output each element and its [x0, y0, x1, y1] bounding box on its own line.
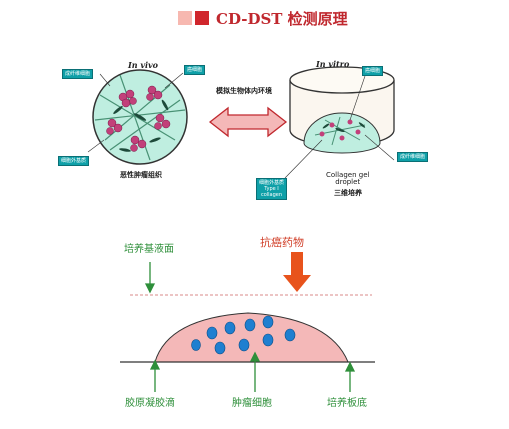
in-vivo-tissue — [92, 69, 188, 165]
plate-bottom-label: 培养板底 — [327, 398, 367, 409]
tumor-cells — [191, 315, 296, 355]
in-vivo-caption: 恶性肿瘤组织 — [120, 171, 162, 179]
in-vitro-leaders — [284, 75, 395, 179]
in-vitro-fibroblast-tag: 成纤维细胞 — [397, 152, 429, 162]
page-title: CD-DST 检测原理 — [216, 9, 348, 28]
in-vitro-dish — [289, 66, 395, 154]
in-vitro-cancer-cell-tag: 癌细胞 — [362, 66, 384, 76]
gel-droplet-diagram — [120, 252, 375, 392]
in-vivo-heading: In vivo — [128, 60, 159, 70]
page-title-group: CD-DST 检测原理 — [178, 7, 348, 29]
mimic-double-arrow — [208, 106, 288, 138]
in-vitro-heading: In vitro — [316, 59, 350, 69]
in-vivo-fibroblast-tag: 成纤维细胞 — [62, 69, 94, 79]
drug-label: 抗癌药物 — [260, 236, 304, 249]
drug-arrow — [283, 252, 311, 292]
gel-droplet-label: 胶原凝胶滴 — [125, 398, 175, 409]
gel-caption: Collagen gel droplet — [326, 171, 370, 186]
tumor-cells-label: 肿瘤细胞 — [232, 398, 272, 409]
in-vivo-cancer-cell-tag: 癌细胞 — [184, 65, 206, 75]
legend-square-light — [178, 11, 192, 25]
in-vivo-ecm-tag: 细胞外基质 — [58, 156, 90, 166]
in-vivo-leaders — [87, 72, 184, 153]
mimic-label: 模拟生物体内环境 — [216, 87, 272, 95]
legend-square-dark — [195, 11, 209, 25]
medium-surface-label: 培养基液面 — [124, 244, 174, 255]
in-vitro-ecm-tag: 细胞外基质 Type Ⅰ collagen — [256, 178, 288, 200]
culture-caption: 三维培养 — [334, 189, 362, 197]
